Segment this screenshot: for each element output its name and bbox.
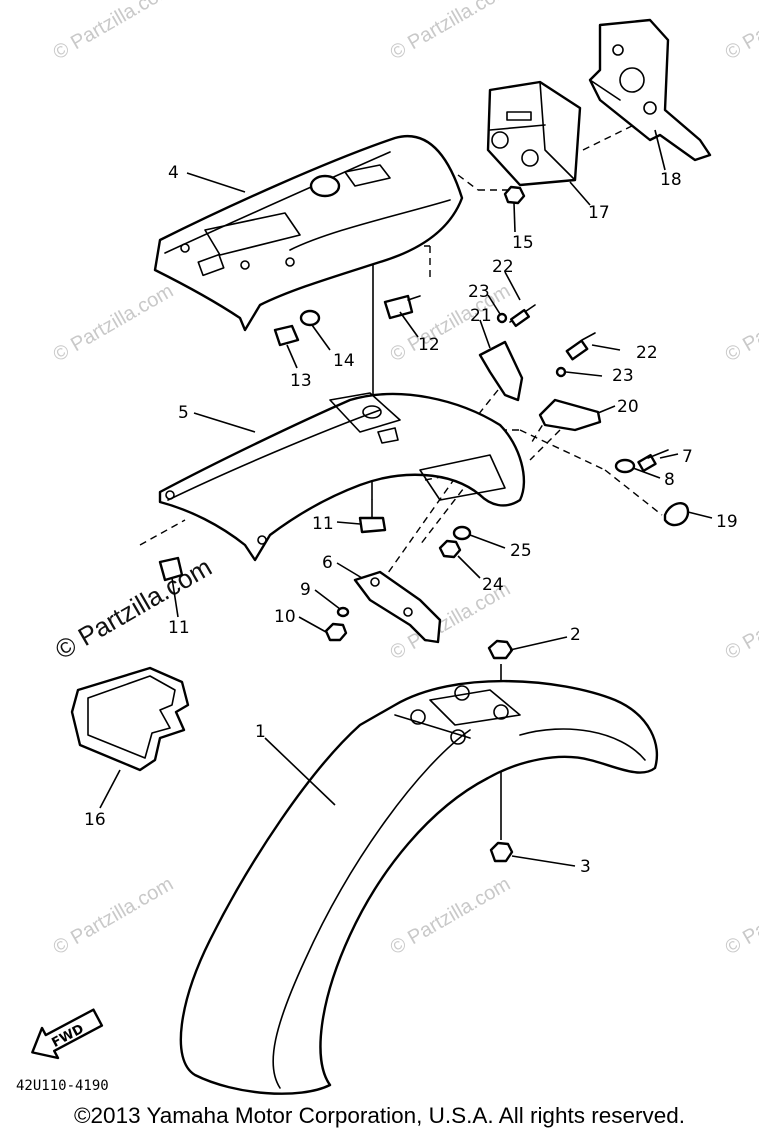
callout-15: 15	[512, 233, 534, 253]
callout-22a: 22	[492, 257, 514, 277]
callout-18: 18	[660, 170, 682, 190]
callout-numbers: 1 2 3 4 5 6 7 8 9 10 11 11 12 13 14 15 1…	[84, 163, 738, 877]
small-brackets	[478, 340, 602, 432]
callout-19: 19	[716, 512, 738, 532]
watermark-text: © Partzilla.com	[722, 578, 759, 664]
upper-rear-cover	[153, 135, 464, 332]
callout-24: 24	[482, 575, 504, 595]
callout-23a: 23	[468, 282, 490, 302]
copyright-notice: ©2013 Yamaha Motor Corporation, U.S.A. A…	[73, 1103, 686, 1128]
watermark-text: © Partzilla.com	[387, 0, 515, 64]
nut-2	[487, 639, 514, 660]
callout-21: 21	[470, 306, 492, 326]
callout-25: 25	[510, 541, 532, 561]
callout-17: 17	[588, 203, 610, 223]
callout-20: 20	[617, 397, 639, 417]
watermark-text: © Partzilla.com	[722, 873, 759, 959]
callout-9: 9	[300, 580, 311, 600]
leader-lines	[99, 129, 713, 867]
callout-22b: 22	[636, 343, 658, 363]
callout-23b: 23	[612, 366, 634, 386]
callout-2: 2	[570, 625, 581, 645]
lower-cover	[158, 392, 526, 562]
callout-3: 3	[580, 857, 591, 877]
callout-16: 16	[84, 810, 106, 830]
callout-4: 4	[168, 163, 179, 183]
callout-13: 13	[290, 371, 312, 391]
watermark-text: © Partzilla.com	[387, 873, 515, 959]
callout-1: 1	[255, 722, 266, 742]
callout-12: 12	[418, 335, 440, 355]
fasteners	[158, 185, 690, 863]
callout-10: 10	[274, 607, 296, 627]
callout-14: 14	[333, 351, 355, 371]
callout-11a: 11	[312, 514, 334, 534]
rear-fender	[179, 679, 659, 1095]
watermark-text: © Partzilla.com	[722, 280, 759, 366]
tail-bracket	[588, 18, 712, 162]
watermark-text: © Partzilla.com	[50, 873, 178, 959]
callout-7: 7	[682, 447, 693, 467]
callout-8: 8	[664, 470, 675, 490]
watermark-text: © Partzilla.com	[722, 0, 759, 64]
fender-stay	[353, 570, 442, 644]
diagram-code: 42U110-4190	[16, 1078, 109, 1094]
fwd-arrow: FWD	[31, 1008, 104, 1060]
callout-5: 5	[178, 403, 189, 423]
watermark-text: © Partzilla.com	[50, 280, 178, 366]
callout-6: 6	[322, 553, 333, 573]
watermark-text-bold: © Partzilla.com	[50, 552, 217, 666]
tail-light-housing	[486, 80, 582, 187]
watermark-text: © Partzilla.com	[50, 0, 178, 64]
callout-11b: 11	[168, 618, 190, 638]
license-pad	[70, 666, 190, 772]
